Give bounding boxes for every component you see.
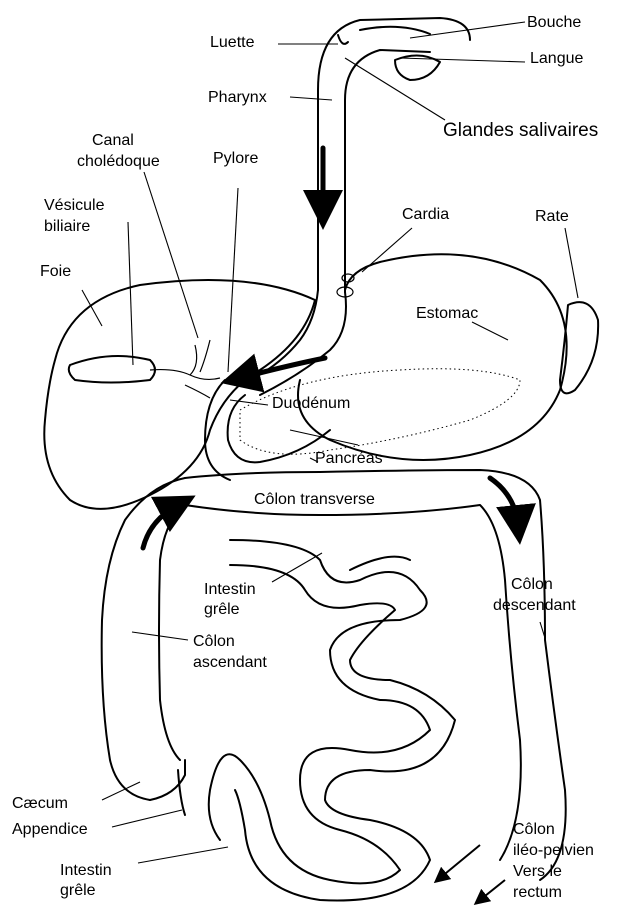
label-colon-descendant-line1: Côlon	[511, 576, 553, 593]
label-colon-ascendant-line2: ascendant	[193, 654, 267, 671]
label-rate: Rate	[535, 208, 569, 225]
label-glandes-salivaires: Glandes salivaires	[443, 120, 598, 141]
label-intestin-line2: grêle	[204, 601, 240, 618]
label-bouche: Bouche	[527, 14, 581, 31]
colon	[100, 469, 567, 881]
label-intestin-bottom-line1: Intestin	[60, 862, 112, 879]
label-canal-line2: cholédoque	[77, 153, 160, 170]
labels: Bouche Luette Langue Pharynx Glandes sal…	[12, 14, 598, 901]
mouth-region	[317, 17, 471, 298]
label-colon-ileo-line1: Côlon	[513, 821, 555, 838]
label-canal-line1: Canal	[92, 132, 134, 149]
label-cardia: Cardia	[402, 206, 449, 223]
label-colon-transverse: Côlon transverse	[254, 491, 375, 508]
duodenum-pancreas	[204, 368, 521, 481]
liver	[43, 279, 316, 510]
leader-lines	[81, 21, 579, 864]
label-intestin-line1: Intestin	[204, 581, 256, 598]
label-foie: Foie	[40, 263, 71, 280]
bile-ducts	[149, 339, 221, 399]
label-colon-ascendant-line1: Côlon	[193, 633, 235, 650]
label-estomac: Estomac	[416, 305, 478, 322]
label-pylore: Pylore	[213, 150, 258, 167]
label-luette: Luette	[210, 34, 255, 51]
label-caecum: Cæcum	[12, 795, 68, 812]
label-pancreas: Pancréas	[315, 450, 383, 467]
flow-arrows	[140, 145, 536, 905]
label-appendice: Appendice	[12, 821, 88, 838]
label-vesicule-line2: biliaire	[44, 218, 90, 235]
small-intestine	[207, 539, 456, 902]
label-pharynx: Pharynx	[208, 89, 267, 106]
label-rectum-line2: rectum	[513, 884, 562, 901]
label-colon-descendant-line2: descendant	[493, 597, 576, 614]
label-langue: Langue	[530, 50, 583, 67]
spleen	[559, 301, 600, 395]
label-duodenum: Duodénum	[272, 395, 350, 412]
stomach	[249, 253, 568, 461]
label-colon-ileo-line2: iléo-pelvien	[513, 842, 594, 859]
label-vesicule-line1: Vésicule	[44, 197, 105, 214]
label-intestin-bottom-line2: grêle	[60, 882, 96, 899]
label-rectum-line1: Vers le	[513, 863, 562, 880]
